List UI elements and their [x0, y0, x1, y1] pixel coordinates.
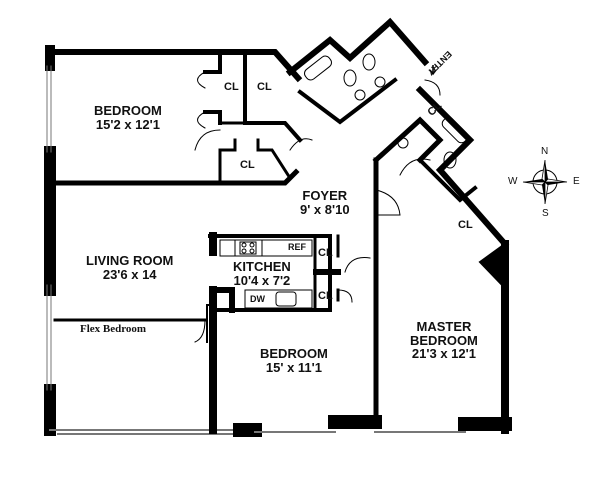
closet-label: CL [224, 81, 239, 93]
compass-south: S [542, 208, 549, 219]
room-name: MASTER [416, 319, 472, 334]
closet-label: CL [240, 159, 255, 171]
room-foyer: FOYER 9' x 8'10 [300, 189, 350, 216]
entry-arrow-icon [429, 65, 437, 76]
compass-east: E [573, 176, 580, 187]
compass-north: N [541, 146, 549, 157]
room-size: 15'2 x 12'1 [95, 116, 160, 132]
room-name-line2: BEDROOM [410, 332, 478, 348]
room-size: 15' x 11'1 [265, 359, 322, 375]
room-name: BEDROOM [94, 103, 162, 118]
closet-label: CL [257, 81, 272, 93]
room-size: 21'3 x 12'1 [411, 346, 476, 362]
room-size: 9' x 8'10 [300, 201, 350, 217]
room-bedroom-1: BEDROOM 15'2 x 12'1 [94, 104, 162, 131]
compass-west: W [508, 176, 518, 187]
compass-rose-icon [522, 159, 568, 205]
room-name: KITCHEN [233, 259, 291, 274]
room-master-bedroom: MASTER BEDROOM 21'3 x 12'1 [410, 320, 478, 361]
room-flex-bedroom: Flex Bedroom [80, 323, 147, 335]
room-name: BEDROOM [260, 346, 328, 361]
closet-label: CL [318, 290, 333, 302]
closet-label: CL [318, 247, 333, 259]
room-kitchen: KITCHEN 10'4 x 7'2 [233, 260, 291, 287]
room-name: LIVING ROOM [86, 253, 174, 268]
room-size: 23'6 x 14 [102, 266, 157, 282]
room-size: 10'4 x 7'2 [233, 272, 291, 288]
room-living-room: LIVING ROOM 23'6 x 14 [86, 254, 173, 281]
refrigerator-label: REF [288, 242, 306, 252]
dishwasher-label: DW [250, 294, 265, 304]
room-bedroom-2: BEDROOM 15' x 11'1 [260, 347, 328, 374]
closet-label: CL [458, 219, 473, 231]
room-name: FOYER [302, 188, 348, 203]
